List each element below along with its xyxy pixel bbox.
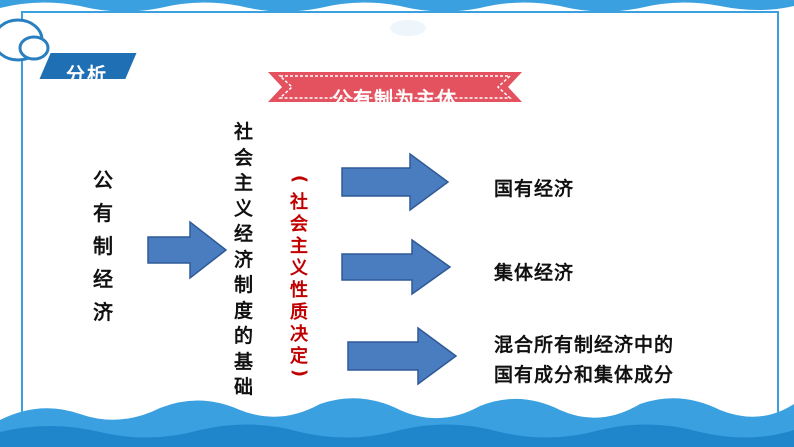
left-char: 经 bbox=[93, 267, 113, 291]
arrow-to-collective bbox=[341, 238, 452, 296]
left-char: 制 bbox=[93, 234, 113, 258]
middle-char: 义 bbox=[234, 197, 254, 220]
middle-char: 基 bbox=[234, 350, 254, 373]
arrow-left-to-middle bbox=[147, 220, 228, 280]
collective-economy-label: 集体经济 bbox=[494, 262, 575, 284]
top-wave-decoration bbox=[0, 0, 794, 12]
state-owned-economy-label: 国有经济 bbox=[494, 178, 575, 200]
note-char: 性 bbox=[290, 280, 308, 301]
socialist-economic-foundation-label: 社 会 主 义 经 济 制 度 的 基 础 bbox=[234, 123, 253, 404]
open-paren: ( bbox=[289, 174, 310, 184]
mixed-ownership-label-line2: 国有成分和集体成分 bbox=[494, 364, 675, 386]
middle-char: 础 bbox=[234, 376, 254, 398]
left-char: 有 bbox=[93, 201, 113, 225]
middle-char: 主 bbox=[234, 172, 254, 194]
middle-char: 济 bbox=[234, 248, 254, 271]
public-ownership-label: 公 有 制 经 济 bbox=[93, 170, 113, 335]
arrow-to-state-owned bbox=[341, 152, 450, 212]
left-char: 公 bbox=[93, 168, 113, 192]
middle-char: 经 bbox=[234, 223, 254, 245]
middle-char: 度 bbox=[234, 299, 254, 322]
middle-char: 会 bbox=[234, 146, 254, 169]
note-char: 义 bbox=[290, 258, 308, 279]
socialist-nature-note: ( 社 会 主 义 性 质 决 定 ) bbox=[288, 170, 310, 382]
mixed-ownership-label-line1: 混合所有制经济中的 bbox=[494, 334, 675, 356]
note-char: 质 bbox=[290, 302, 308, 323]
middle-char: 社 bbox=[234, 121, 254, 143]
middle-char: 制 bbox=[234, 274, 254, 296]
note-char: 决 bbox=[290, 324, 308, 345]
note-char: 会 bbox=[290, 214, 308, 235]
faint-cloud-decoration bbox=[390, 20, 426, 36]
bottom-wave-highlight bbox=[0, 424, 794, 447]
middle-char: 的 bbox=[234, 325, 254, 347]
left-char: 济 bbox=[93, 300, 113, 324]
note-char: 主 bbox=[290, 236, 308, 257]
note-char: 社 bbox=[290, 192, 308, 213]
banner-ribbon-inner bbox=[278, 75, 512, 99]
banner-ribbon bbox=[268, 72, 522, 102]
section-tag: 分析 bbox=[66, 64, 109, 86]
cloud-icon bbox=[0, 18, 50, 62]
arrow-to-mixed bbox=[347, 326, 458, 386]
section-tag-shape bbox=[36, 51, 140, 81]
close-paren: ) bbox=[289, 368, 310, 378]
note-char: 定 bbox=[290, 346, 308, 367]
banner-title: 公有制为主体 bbox=[331, 88, 458, 110]
